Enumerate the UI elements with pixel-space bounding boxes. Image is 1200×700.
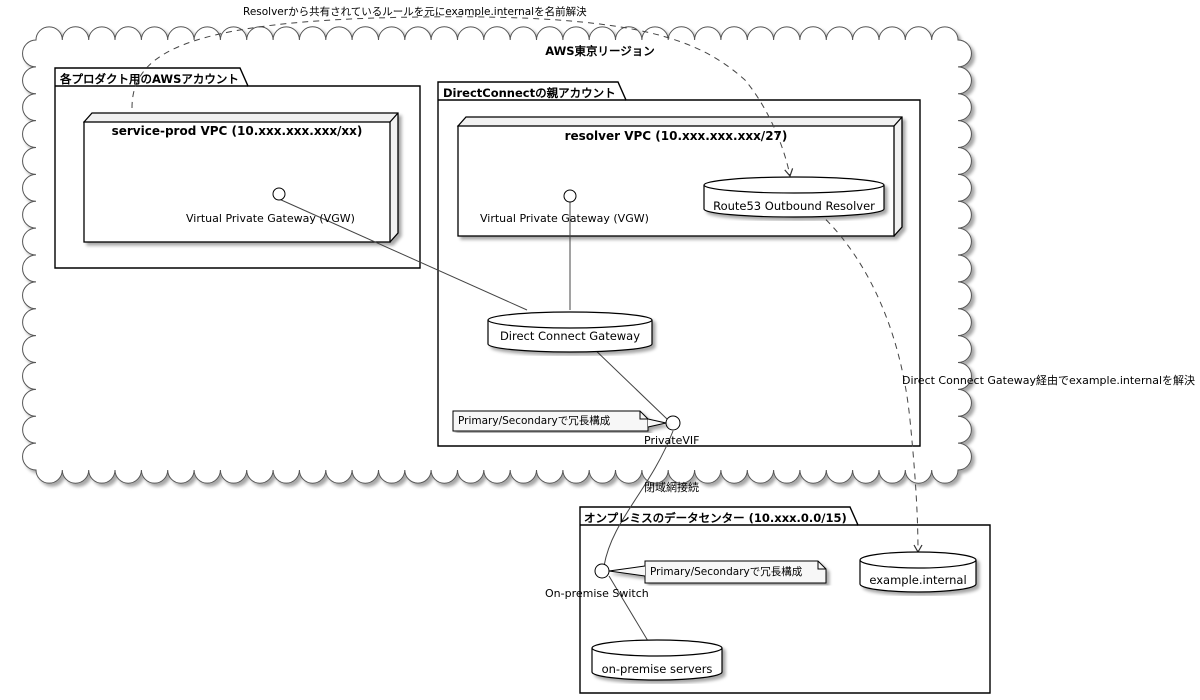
onprem-title: オンプレミスのデータセンター (10.xxx.0.0/15) bbox=[584, 511, 847, 525]
resolver-vpc-title: resolver VPC (10.xxx.xxx.xxx/27) bbox=[564, 129, 788, 143]
closed-network-edge-label: 閉域網接続 bbox=[644, 481, 699, 494]
service-vgw-label: Virtual Private Gateway (VGW) bbox=[186, 212, 355, 225]
top-resolve-edge-label: Resolverから共有されているルールを元にexample.internalを… bbox=[243, 6, 587, 18]
dcgw-resolve-edge-label: Direct Connect Gateway経由でexample.interna… bbox=[902, 374, 1196, 387]
vif-note-shape bbox=[452, 410, 667, 432]
resolver-vgw-label: Virtual Private Gateway (VGW) bbox=[480, 212, 649, 225]
dcgw-database-icon bbox=[487, 311, 653, 353]
switch-note-text: Primary/Secondaryで冗長構成 bbox=[650, 566, 803, 578]
servers-database-icon bbox=[591, 639, 723, 681]
solid-edges bbox=[278, 198, 674, 642]
service-vgw-interface-icon bbox=[272, 187, 286, 201]
private-vif-interface-icon bbox=[665, 415, 681, 431]
product-account-title: 各プロダクト用のAWSアカウント bbox=[60, 72, 239, 86]
dcgw-label: Direct Connect Gateway bbox=[499, 329, 641, 343]
service-prod-vpc-node bbox=[82, 112, 399, 243]
service-prod-vpc-title: service-prod VPC (10.xxx.xxx.xxx/xx) bbox=[111, 124, 363, 138]
vif-note-text: Primary/Secondaryで冗長構成 bbox=[458, 415, 611, 427]
switch-note-shape bbox=[608, 560, 827, 584]
onprem-servers-label: on-premise servers bbox=[601, 662, 713, 676]
example-internal-label: example.internal bbox=[869, 573, 967, 587]
route53-resolver-database-icon bbox=[703, 176, 885, 218]
dc-account-title: DirectConnectの親アカウント bbox=[443, 86, 616, 100]
resolver-vgw-interface-icon bbox=[563, 189, 577, 203]
onprem-switch-label: On-premise Switch bbox=[545, 587, 649, 600]
dashed-edges bbox=[131, 16, 923, 554]
onprem-switch-interface-icon bbox=[594, 563, 610, 579]
private-vif-label: PrivateVIF bbox=[644, 434, 700, 447]
example-internal-database-icon bbox=[859, 551, 977, 593]
route53-resolver-label: Route53 Outbound Resolver bbox=[713, 199, 875, 213]
region-title: AWS東京リージョン bbox=[545, 44, 655, 58]
